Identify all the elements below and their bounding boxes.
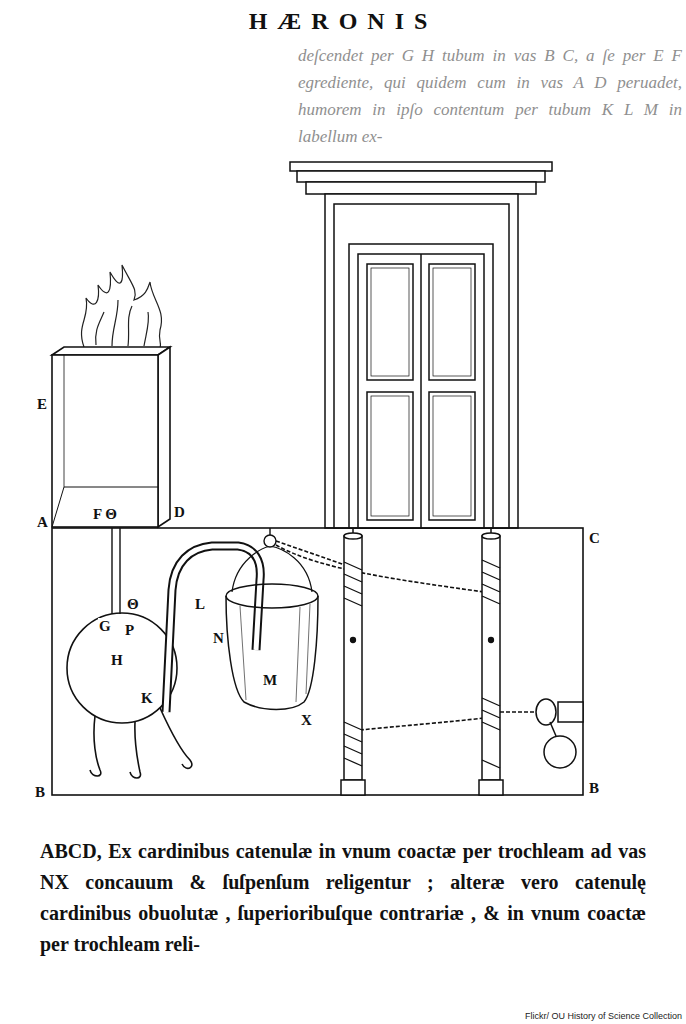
chains-part [276,541,348,566]
bucket-part [240,606,246,700]
temple [290,162,552,528]
page-header: HÆRONIS [0,8,686,35]
axle-windings-part [344,562,362,766]
part-letter: K [140,690,154,706]
temple-part [290,162,552,171]
part-letter: L [194,596,206,612]
fire [81,265,161,347]
pulley-right-part [544,736,576,768]
part-letter: E [36,396,48,412]
hinge-axles [341,528,503,795]
temple-part [367,264,413,380]
temple-part [297,171,545,182]
part-letter: F Θ [92,506,118,522]
part-letter: B [588,780,600,796]
altar-part [52,355,158,527]
part-letter: P [124,622,135,638]
sphere-part [160,708,192,768]
temple-part [358,254,484,528]
altar-part [52,487,64,527]
figure-caption: ABCD, Ex cardinibus catenulæ in vnum coa… [40,836,646,960]
sphere-part [90,716,101,776]
sphere-part [67,613,177,723]
siphon-tube-part [166,546,260,712]
siphon-tube-part [166,546,260,712]
siphon-tube [166,546,260,712]
altar-pipe-part [119,528,120,614]
altar-pipe [112,528,120,614]
fire-part [96,312,104,345]
hinge-axles-part [344,536,362,780]
pulley-right-part [550,722,556,736]
altar [52,347,170,527]
fire-part [81,265,161,347]
pulley-right-part [558,702,583,722]
bucket-part [232,546,312,592]
base [52,528,583,795]
temple-part [420,254,422,528]
altar-part [158,347,170,527]
chains-part [360,718,484,730]
fire-part [112,300,118,346]
temple-part [371,268,409,376]
pulley-left [264,528,276,547]
fire-part [128,306,132,346]
part-letter: H [110,652,124,668]
hinge-axles-part [352,528,354,533]
altar-part [52,347,170,355]
altar-pipe-part [111,528,112,614]
part-letter: Θ [126,596,140,612]
altar-part [64,487,158,488]
temple-part [349,244,493,528]
part-letter: B [34,784,46,800]
part-letter: A [36,514,49,530]
temple-part [367,392,413,520]
pulley-right-part [536,699,556,725]
axle-windings-part [351,638,356,643]
pulley-right [536,699,583,768]
part-letter: D [173,504,186,520]
temple-part [433,268,471,376]
axle-windings-part [482,560,500,768]
part-letter: M [262,672,278,688]
temple-part [433,396,471,516]
image-credit: Flickr/ OU History of Science Collection [525,1011,682,1021]
temple-part [429,392,475,520]
chains-part [500,711,534,713]
bucket-part [306,604,310,694]
axle-windings-part [489,638,494,643]
temple-part [371,396,409,516]
hinge-axles-part [482,533,500,539]
hinge-axles-part [490,528,492,533]
part-letter: N [212,630,225,646]
hinge-axles-part [344,533,362,539]
axle-windings [344,560,500,768]
bucket [226,546,318,710]
part-letter: C [588,530,601,546]
bucket-part [226,596,318,710]
hinge-axles-part [482,536,500,780]
part-letter: X [300,712,313,728]
hinge-axles-part [479,780,503,795]
chains-part [276,545,484,592]
hinge-axles-part [341,780,365,795]
temple-part [325,194,518,528]
temple-part [306,182,536,194]
bucket-part [226,584,318,608]
sphere-part [130,722,141,778]
temple-part [334,204,509,528]
altar-part [64,355,65,487]
fire-part [144,312,149,346]
temple-part [429,264,475,380]
body-text: deſcendet per G H tubum in vas B C, a ſe… [298,42,682,150]
part-letter: G [98,618,112,634]
pulley-left-part [264,535,276,547]
bucket-part [296,607,300,702]
base-part [52,528,583,795]
